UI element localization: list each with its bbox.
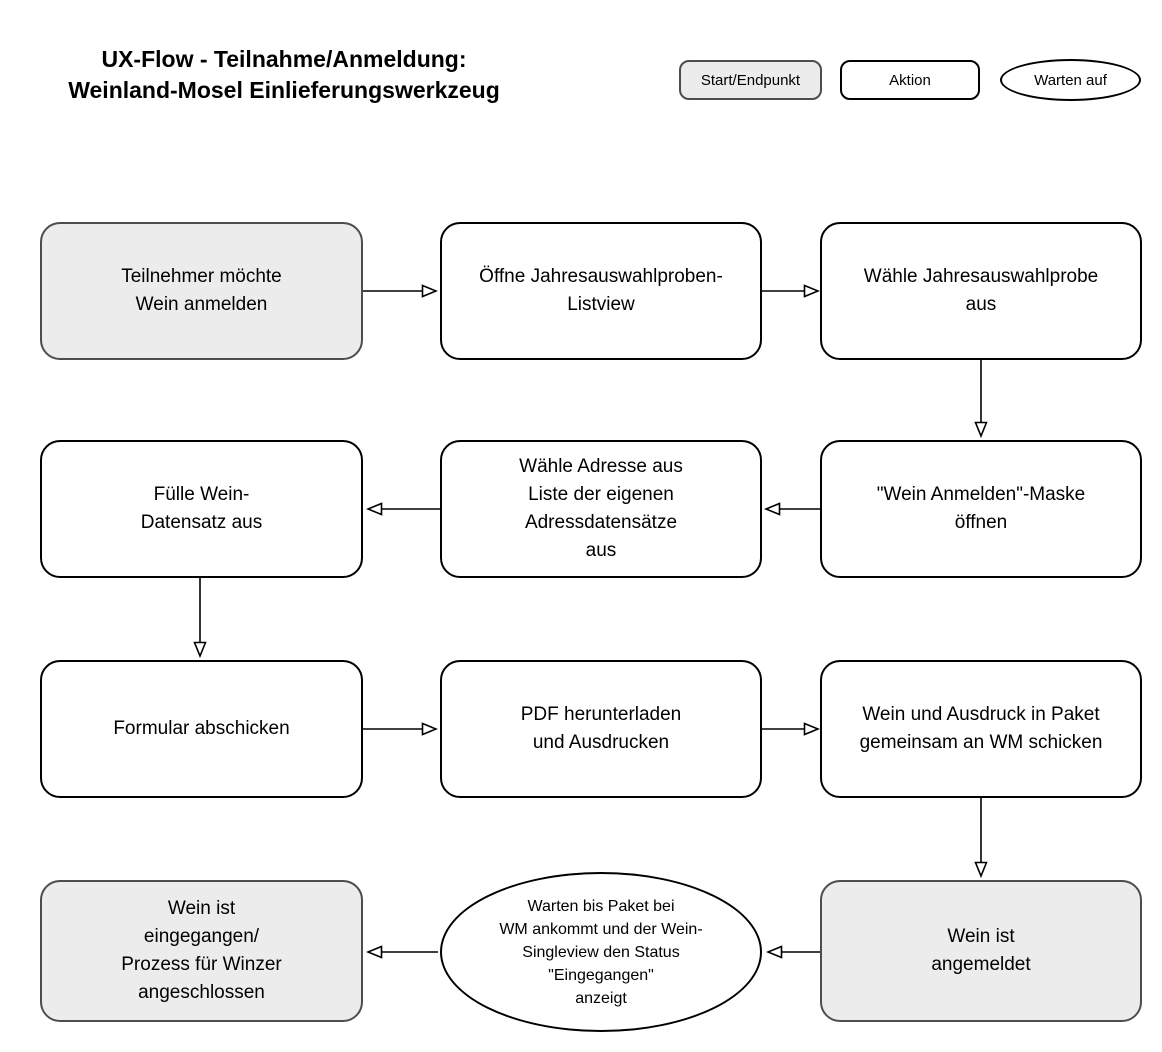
node-send-package: Wein und Ausdruck in Paket gemeinsam an … xyxy=(820,660,1142,798)
node-wine-registered: Wein ist angemeldet xyxy=(820,880,1142,1022)
legend-start-endpoint-label: Start/Endpunkt xyxy=(700,71,801,89)
legend-action: Aktion xyxy=(840,60,980,100)
node-submit-form: Formular abschicken xyxy=(40,660,363,798)
node-download-pdf-label: PDF herunterladen und Ausdrucken xyxy=(520,704,682,753)
node-open-mask: "Wein Anmelden"-Maske öffnen xyxy=(820,440,1142,578)
node-open-listview: Öffne Jahresauswahlproben- Listview xyxy=(440,222,762,360)
node-fill-record-label: Fülle Wein- Datensatz aus xyxy=(140,484,263,533)
node-wait-package: Warten bis Paket bei WM ankommt und der … xyxy=(440,872,762,1032)
node-wine-received-label: Wein ist eingegangen/ Prozess für Winzer… xyxy=(121,898,282,1003)
node-open-listview-label: Öffne Jahresauswahlproben- Listview xyxy=(479,266,723,315)
node-select-probe: Wähle Jahresauswahlprobe aus xyxy=(820,222,1142,360)
legend-action-label: Aktion xyxy=(889,71,931,89)
node-start-label: Teilnehmer möchte Wein anmelden xyxy=(121,266,282,315)
node-wine-registered-label: Wein ist angemeldet xyxy=(931,926,1031,975)
node-select-address-label: Wähle Adresse aus Liste der eigenen Adre… xyxy=(519,456,683,561)
legend-wait-label: Warten auf xyxy=(1034,71,1107,89)
page-title-line2: Weinland-Mosel Einlieferungswerkzeug xyxy=(68,77,500,103)
node-start: Teilnehmer möchte Wein anmelden xyxy=(40,222,363,360)
legend-wait-ellipse: Warten auf xyxy=(1000,59,1141,101)
node-download-pdf: PDF herunterladen und Ausdrucken xyxy=(440,660,762,798)
node-wait-package-label: Warten bis Paket bei WM ankommt und der … xyxy=(499,897,703,1007)
node-fill-record: Fülle Wein- Datensatz aus xyxy=(40,440,363,578)
page-title-line1: UX-Flow - Teilnahme/Anmeldung: xyxy=(101,46,467,72)
page-title: UX-Flow - Teilnahme/Anmeldung: Weinland-… xyxy=(28,44,540,106)
node-send-package-label: Wein und Ausdruck in Paket gemeinsam an … xyxy=(859,704,1103,753)
node-wine-received: Wein ist eingegangen/ Prozess für Winzer… xyxy=(40,880,363,1022)
node-select-probe-label: Wähle Jahresauswahlprobe aus xyxy=(863,266,1099,315)
node-select-address: Wähle Adresse aus Liste der eigenen Adre… xyxy=(440,440,762,578)
node-open-mask-label: "Wein Anmelden"-Maske öffnen xyxy=(876,484,1086,533)
legend-start-endpoint: Start/Endpunkt xyxy=(679,60,822,100)
node-submit-form-label: Formular abschicken xyxy=(113,718,290,739)
